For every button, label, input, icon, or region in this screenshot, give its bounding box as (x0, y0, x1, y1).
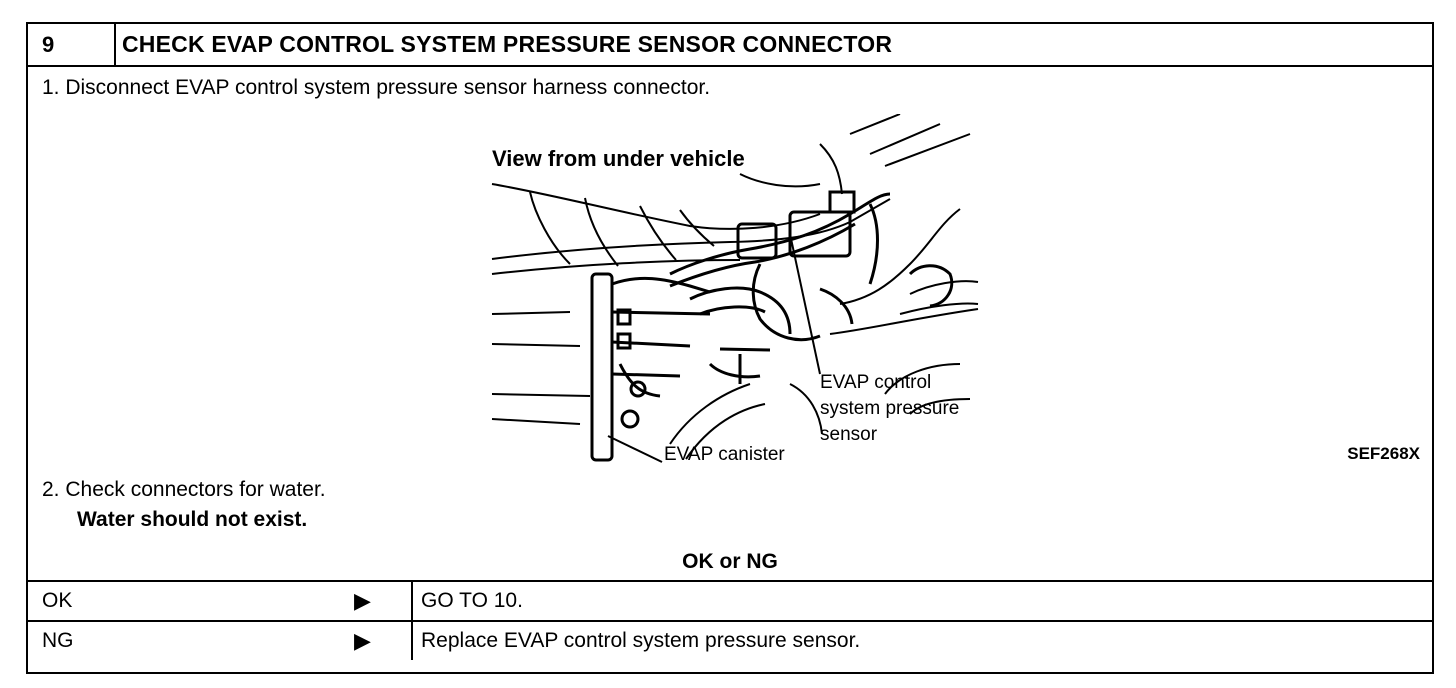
row-divider (411, 582, 413, 620)
figure-code: SEF268X (1347, 444, 1420, 463)
result-condition: NG (42, 629, 74, 652)
leader-lines (607, 233, 821, 463)
sensor-label-line1: EVAP control (820, 372, 931, 393)
sensor-label-line2: system pressure (820, 398, 959, 419)
instruction-step-1: 1. Disconnect EVAP control system pressu… (42, 76, 711, 99)
step-header: 9 CHECK EVAP CONTROL SYSTEM PRESSURE SEN… (28, 24, 1432, 67)
figure-view-label: View from under vehicle (492, 146, 745, 171)
canister-body (590, 272, 711, 462)
evap-sensor-figure: View from under vehicle (491, 114, 979, 464)
instruction-step-2: 2. Check connectors for water. (42, 478, 326, 501)
instruction-step-2-note: Water should not exist. (77, 508, 308, 531)
vehicle-body-lines (491, 114, 979, 425)
step-title: CHECK EVAP CONTROL SYSTEM PRESSURE SENSO… (122, 31, 893, 57)
lower-right-details (669, 363, 971, 460)
row-divider (411, 622, 413, 660)
result-action: GO TO 10. (421, 589, 523, 612)
hose-assembly (669, 190, 954, 384)
result-row-ng: NG ▶ Replace EVAP control system pressur… (28, 620, 1432, 660)
sensor-label-line3: sensor (820, 424, 878, 445)
result-row-ok: OK ▶ GO TO 10. (28, 580, 1432, 620)
engine-illustration: View from under vehicle (490, 114, 980, 464)
result-action: Replace EVAP control system pressure sen… (421, 629, 861, 652)
procedure-sheet: 9 CHECK EVAP CONTROL SYSTEM PRESSURE SEN… (26, 22, 1434, 674)
canister-label: EVAP canister (664, 444, 785, 464)
step-number: 9 (28, 24, 116, 65)
result-condition: OK (42, 589, 73, 612)
result-prompt: OK or NG (682, 550, 778, 573)
arrow-right-icon: ▶ (354, 628, 371, 653)
arrow-right-icon: ▶ (354, 588, 371, 613)
